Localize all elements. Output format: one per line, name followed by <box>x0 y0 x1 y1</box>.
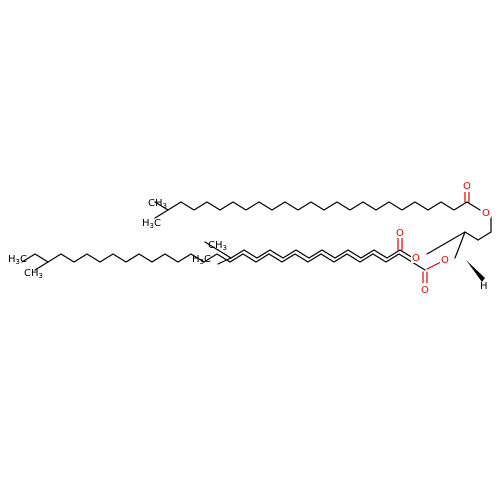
chain-top-backbone <box>154 201 468 211</box>
glycerol-backbone <box>426 216 492 282</box>
chain-bottom <box>21 253 442 285</box>
stereo-wedge <box>466 260 485 282</box>
glycerol-c3-o <box>426 231 466 255</box>
chain1-ch3-label: CH3 <box>148 198 167 210</box>
carbonyl-o-mid: O <box>396 228 404 239</box>
ester-o-mid: O <box>412 253 420 264</box>
chain-top-co-bond <box>466 201 481 211</box>
chain2-ch3-label: CH3 <box>208 240 227 252</box>
atom-labels: O O O O O O H CH3 H3C CH3 H3C H3C CH3 <box>8 180 491 296</box>
chain1-h3c-label: H3C <box>142 218 161 230</box>
ester-o-bot: O <box>441 255 449 266</box>
glycerol-c1-c2 <box>477 231 492 241</box>
chain2-h3c-label: H3C <box>192 254 211 266</box>
chain-bottom-ester-bond <box>426 261 442 270</box>
chain-bottom-backbone <box>21 253 426 271</box>
chain-top <box>154 189 491 219</box>
stereo-h: H <box>480 281 488 292</box>
chain-bottom-branch <box>34 261 49 271</box>
chain-mid-backbone <box>217 249 414 259</box>
chain-mid-branch <box>217 257 232 265</box>
chain-mid-ethyl <box>204 241 219 251</box>
chain3-ch3-label: CH3 <box>24 268 43 280</box>
chain-top-branch <box>154 209 169 219</box>
chain-mid <box>204 237 421 265</box>
carbonyl-o-bot: O <box>421 285 429 296</box>
glycerol-c2-o <box>454 231 466 259</box>
chain3-h3c-label: H3C <box>8 254 27 266</box>
glycerol-c2-c3 <box>464 231 479 241</box>
carbonyl-o-top: O <box>463 181 471 192</box>
ester-o-top: O <box>482 208 490 219</box>
